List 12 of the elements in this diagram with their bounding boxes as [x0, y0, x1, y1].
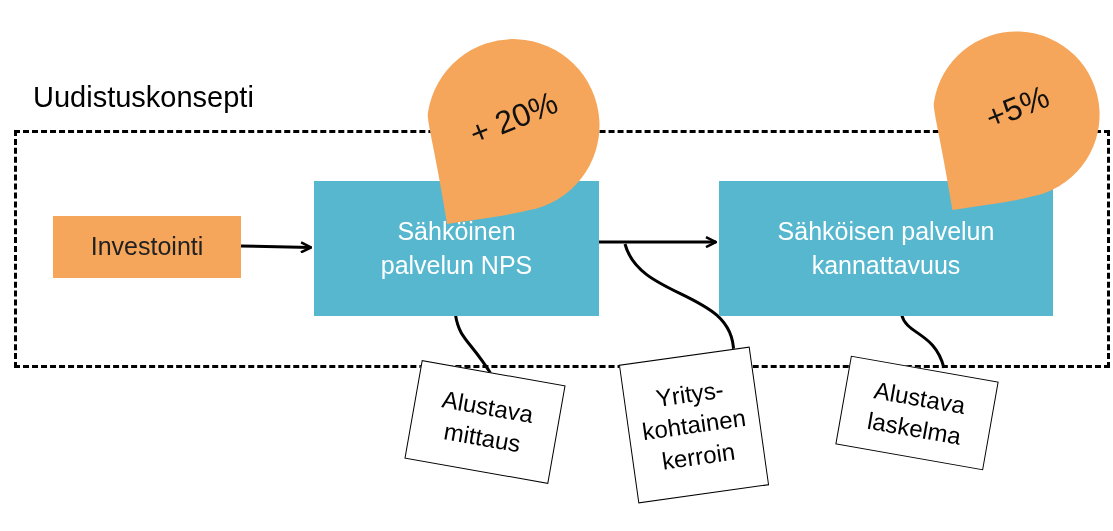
box-label: Sähköinen palvelun NPS — [379, 215, 534, 281]
percentage-label: +5% — [979, 77, 1055, 137]
group-title: Uudistuskonsepti — [33, 81, 254, 114]
box-label: Investointi — [90, 231, 204, 263]
arrow — [598, 235, 718, 249]
process-box — [719, 181, 1053, 316]
note-text: Alustava laskelma — [864, 375, 969, 452]
note-text: Alustava mittaus — [439, 384, 537, 460]
process-box — [53, 216, 241, 278]
percentage-label: + 20% — [464, 83, 564, 153]
note-text: Yritys- kohtainen kerroin — [639, 374, 749, 477]
box-label: Sähköisen palvelun kannattavuus — [776, 215, 996, 281]
